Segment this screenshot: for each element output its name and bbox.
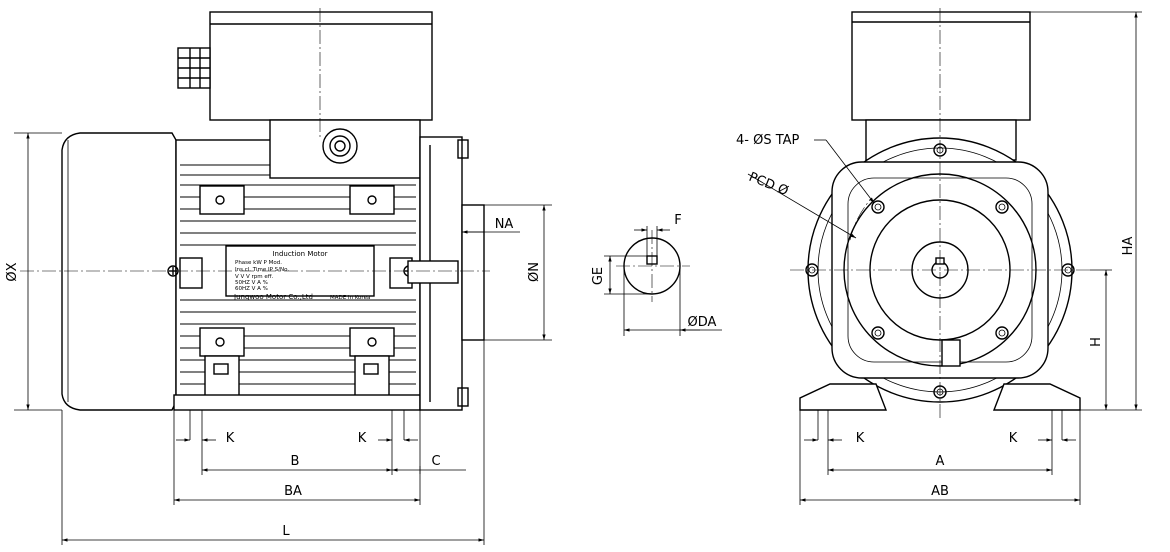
dim-ha: HA bbox=[1121, 237, 1136, 256]
side-view: Induction Motor Phase kW P Mod. Ins.cl. … bbox=[20, 8, 490, 411]
dim-dia-x: ØX bbox=[5, 262, 20, 281]
dim-front-k-left: K bbox=[856, 431, 865, 446]
dim-front-k-right: K bbox=[1009, 431, 1018, 446]
fan-cover bbox=[61, 132, 177, 411]
front-terminal-box bbox=[851, 11, 1031, 121]
dim-ba: BA bbox=[284, 484, 302, 499]
front-view-dimensions: 4- ØS TAP PCD Ø HA H K K A AB bbox=[736, 11, 1142, 505]
front-view bbox=[790, 8, 1090, 420]
shaft-section: F GE ØDA bbox=[591, 213, 722, 336]
side-view-dimensions: ØX K K B C BA L NA bbox=[5, 132, 552, 545]
front-foot-left bbox=[799, 383, 888, 411]
nameplate-row2: Ins.cl. Time IP S/No. bbox=[235, 267, 289, 273]
nameplate-row1: Phase kW P Mod. bbox=[235, 260, 282, 266]
label-tap: 4- ØS TAP bbox=[736, 133, 800, 148]
nameplate-row3: V V V rpm eff. bbox=[235, 274, 274, 280]
nameplate-origin: MADE in Korea bbox=[330, 295, 370, 301]
dim-ab: AB bbox=[931, 484, 949, 499]
front-foot-right bbox=[992, 383, 1081, 411]
dim-k-left: K bbox=[226, 431, 235, 446]
nameplate-row5: 60HZ V A % bbox=[235, 286, 268, 292]
nameplate-maker: Jungwoo Motor Co.,Ltd bbox=[233, 293, 313, 301]
dim-b: B bbox=[291, 454, 300, 469]
tap-holes bbox=[871, 200, 1009, 340]
dim-f: F bbox=[674, 213, 681, 228]
dim-a: A bbox=[936, 454, 945, 469]
nameplate-row4: 50HZ V A % bbox=[235, 280, 268, 286]
dim-k-right: K bbox=[358, 431, 367, 446]
terminal-box bbox=[209, 11, 433, 121]
cable-gland bbox=[177, 47, 211, 89]
label-pcd: PCD Ø bbox=[747, 170, 791, 199]
nameplate-title: Induction Motor bbox=[272, 250, 327, 258]
dim-dia-da: ØDA bbox=[688, 315, 717, 330]
dim-dia-n: ØN bbox=[527, 262, 542, 282]
shaft bbox=[407, 260, 459, 284]
dim-c: C bbox=[431, 454, 440, 469]
dim-na: NA bbox=[495, 217, 514, 232]
dim-l: L bbox=[282, 524, 290, 539]
feet-base bbox=[173, 394, 421, 411]
dim-h: H bbox=[1089, 337, 1104, 347]
dim-ge: GE bbox=[591, 267, 606, 285]
